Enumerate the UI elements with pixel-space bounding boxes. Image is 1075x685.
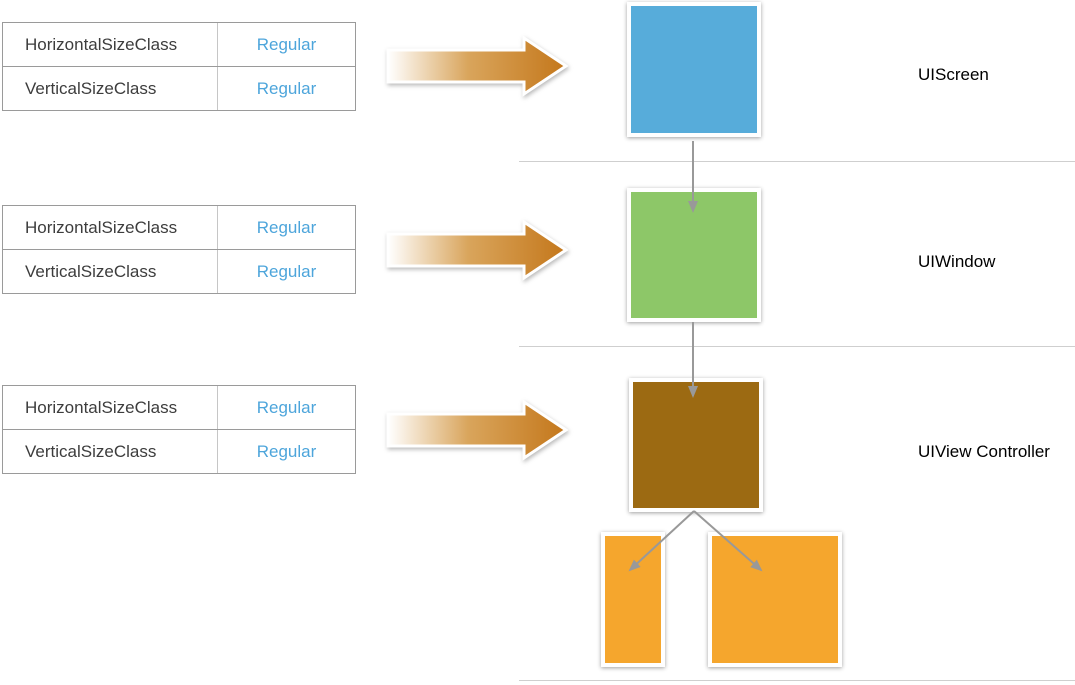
table-row: VerticalSizeClass Regular bbox=[3, 66, 355, 110]
child-view-landscape bbox=[708, 532, 842, 667]
size-class-value: Regular bbox=[256, 441, 317, 461]
uiscreen-label: UIScreen bbox=[918, 65, 989, 84]
uiscreen-node bbox=[627, 2, 761, 137]
size-class-value: Regular bbox=[256, 261, 317, 281]
separator-line bbox=[519, 346, 1075, 347]
size-class-label: HorizontalSizeClass bbox=[3, 23, 218, 66]
size-class-table-uiwindow: HorizontalSizeClass Regular VerticalSize… bbox=[2, 205, 356, 294]
uiviewcontroller-label: UIView Controller bbox=[918, 442, 1050, 461]
size-class-table-uiviewcontroller: HorizontalSizeClass Regular VerticalSize… bbox=[2, 385, 356, 474]
uiwindow-node bbox=[627, 188, 761, 322]
size-class-label: VerticalSizeClass bbox=[3, 67, 218, 110]
arrow-right-icon bbox=[386, 35, 569, 97]
table-row: VerticalSizeClass Regular bbox=[3, 429, 355, 473]
arrow-right-icon bbox=[386, 399, 569, 461]
size-class-label: VerticalSizeClass bbox=[3, 250, 218, 293]
uiviewcontroller-node bbox=[629, 378, 763, 512]
size-class-value: Regular bbox=[256, 78, 317, 98]
size-class-label: VerticalSizeClass bbox=[3, 430, 218, 473]
uiwindow-label: UIWindow bbox=[918, 252, 996, 271]
size-class-label: HorizontalSizeClass bbox=[3, 386, 218, 429]
separator-line bbox=[519, 680, 1075, 681]
size-class-value: Regular bbox=[256, 397, 317, 417]
table-row: VerticalSizeClass Regular bbox=[3, 249, 355, 293]
size-class-value: Regular bbox=[256, 34, 317, 54]
size-class-value: Regular bbox=[256, 217, 317, 237]
size-class-table-uiscreen: HorizontalSizeClass Regular VerticalSize… bbox=[2, 22, 356, 111]
size-class-label: HorizontalSizeClass bbox=[3, 206, 218, 249]
table-row: HorizontalSizeClass Regular bbox=[3, 386, 355, 429]
separator-line bbox=[519, 161, 1075, 162]
table-row: HorizontalSizeClass Regular bbox=[3, 206, 355, 249]
child-view-portrait bbox=[601, 532, 665, 667]
table-row: HorizontalSizeClass Regular bbox=[3, 23, 355, 66]
arrow-right-icon bbox=[386, 219, 569, 281]
